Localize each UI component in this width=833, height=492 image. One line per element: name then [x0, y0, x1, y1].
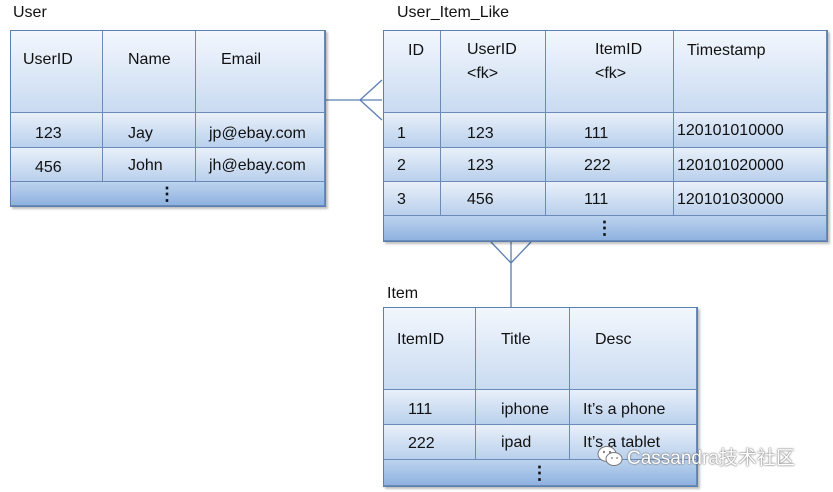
table-row-cell: Jay [103, 113, 196, 148]
user-col-name: Name [103, 30, 196, 113]
table-row-cell: 123 [10, 113, 103, 148]
header-label: UserID <fk> [467, 41, 517, 82]
cell-text: iphone [501, 401, 550, 418]
table-row-cell: iphone [476, 390, 570, 425]
table-row-cell: 222 [546, 148, 674, 182]
item-table-title: Item [387, 285, 419, 302]
cell-text: 222 [584, 157, 611, 174]
cell-text: jp@ebay.com [209, 125, 306, 142]
item-like-crowfoot-left [490, 241, 512, 264]
user-like-crowfoot-top [359, 79, 383, 101]
item-like-crowfoot-right [510, 241, 532, 264]
table-row-cell: 111 [383, 390, 476, 425]
cell-text: 456 [467, 191, 494, 208]
cell-text: jh@ebay.com [209, 157, 306, 174]
table-row-cell: It’s a phone [570, 390, 697, 425]
table-row-cell: John [103, 148, 196, 182]
table-row-cell: It’s a tablet [570, 425, 697, 460]
cell-text: 123 [35, 125, 62, 142]
header-label: Timestamp [687, 42, 766, 59]
cell-text: 222 [408, 435, 435, 452]
like-col-itemid: ItemID <fk> [546, 30, 674, 113]
cell-text: Jay [128, 125, 153, 142]
cell-text: 1 [397, 125, 406, 142]
cell-text: 3 [397, 191, 406, 208]
header-label: Desc [595, 331, 632, 348]
header-label: ItemID [397, 331, 445, 348]
header-label: Name [128, 51, 171, 68]
like-col-userid: UserID <fk> [441, 30, 546, 113]
like-col-id: ID [383, 30, 441, 113]
item-col-desc: Desc [570, 307, 697, 390]
table-row-cell: 222 [383, 425, 476, 460]
more-rows-indicator: ⋮ [383, 460, 697, 486]
table-row-cell: 1 [383, 113, 441, 148]
watermark: Cassandra技术社区 [597, 444, 795, 469]
table-row-cell: 3 [383, 182, 441, 216]
cell-text: 123 [467, 157, 494, 174]
cell-text: 120101020000 [677, 157, 784, 174]
cell-text: It’s a phone [583, 401, 666, 418]
table-row-cell: jp@ebay.com [196, 113, 325, 148]
header-label: UserID [23, 51, 73, 68]
watermark-text: Cassandra技术社区 [627, 447, 795, 469]
more-rows-indicator: ⋮ [383, 216, 827, 241]
table-row-cell: ipad [476, 425, 570, 460]
cell-text: 111 [584, 125, 609, 142]
table-row-cell: 456 [10, 148, 103, 182]
user-table-title: User [13, 4, 47, 21]
cell-text: It’s a tablet [583, 434, 661, 451]
cell-text: 2 [397, 157, 406, 174]
cell-text: ipad [501, 434, 532, 451]
cell-text: John [128, 157, 163, 174]
header-label: ItemID <fk> [595, 41, 643, 82]
user-like-crowfoot-bottom [359, 99, 383, 121]
cell-text: 120101010000 [677, 122, 784, 139]
table-row-cell: 120101010000 [674, 113, 827, 148]
more-rows-indicator: ⋮ [10, 182, 325, 206]
cell-text: 456 [35, 159, 62, 176]
user-col-userid: UserID [10, 30, 103, 113]
header-label: Email [221, 51, 262, 68]
table-row-cell: 123 [441, 148, 546, 182]
table-row-cell: 123 [441, 113, 546, 148]
table-row-cell: 120101030000 [674, 182, 827, 216]
header-label: ID [408, 42, 424, 59]
table-row-cell: jh@ebay.com [196, 148, 325, 182]
table-row-cell: 456 [441, 182, 546, 216]
like-col-timestamp: Timestamp [674, 30, 827, 113]
like-table-title: User_Item_Like [397, 4, 510, 21]
cell-text: 111 [408, 401, 433, 418]
cell-text: 123 [467, 125, 494, 142]
table-row-cell: 111 [546, 113, 674, 148]
cell-text: 120101030000 [677, 191, 784, 208]
cell-text: 111 [584, 191, 609, 208]
item-col-itemid: ItemID [383, 307, 476, 390]
table-row-cell: 120101020000 [674, 148, 827, 182]
user-col-email: Email [196, 30, 325, 113]
item-col-title: Title [476, 307, 570, 390]
table-row-cell: 111 [546, 182, 674, 216]
table-row-cell: 2 [383, 148, 441, 182]
wechat-icon [597, 446, 623, 466]
header-label: Title [501, 331, 531, 348]
